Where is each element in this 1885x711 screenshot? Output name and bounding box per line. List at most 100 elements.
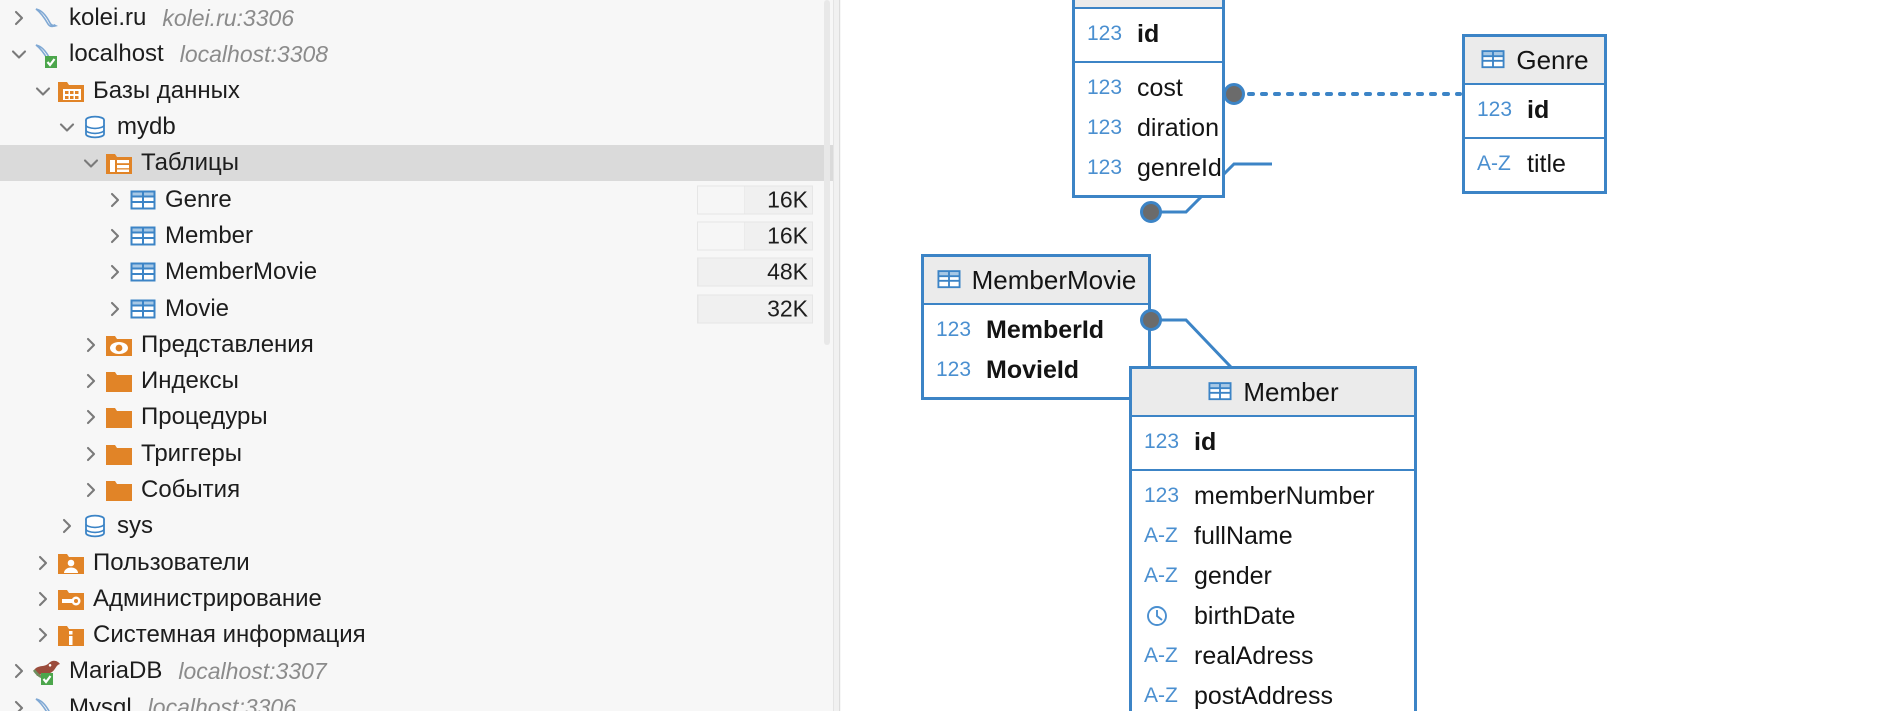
chevron-right-icon[interactable]: [102, 254, 128, 290]
tree-item-события[interactable]: События: [0, 472, 833, 508]
tree-item-label: События: [141, 476, 241, 503]
er-diagram-canvas[interactable]: Movie123id123cost123diration123genreIdGe…: [841, 0, 1885, 711]
chevron-right-icon[interactable]: [6, 0, 32, 36]
tree-item-label: Индексы: [141, 367, 239, 395]
chevron-right-icon[interactable]: [102, 182, 128, 218]
tree-item-представления[interactable]: Представления: [0, 327, 833, 363]
tree-item-системная-информация[interactable]: Системная информация: [0, 617, 833, 653]
chevron-right-icon[interactable]: [78, 363, 104, 399]
table-icon: [128, 257, 158, 287]
chevron-right-icon[interactable]: [102, 218, 128, 254]
chevron-right-icon[interactable]: [30, 545, 56, 581]
tree-item-администрирование[interactable]: Администрирование: [0, 581, 833, 617]
panel-splitter[interactable]: [833, 0, 840, 711]
tree-item-базы-данных[interactable]: Базы данных: [0, 73, 833, 109]
chevron-down-icon[interactable]: [6, 36, 32, 72]
chevron-right-icon[interactable]: [54, 508, 80, 544]
chevron-right-icon[interactable]: [6, 653, 32, 689]
tree-item-таблицы[interactable]: Таблицы: [0, 145, 833, 182]
table-size-badge: 48K: [697, 257, 813, 287]
number-type-icon: 123: [1087, 116, 1123, 139]
table-icon: [1480, 49, 1506, 71]
relation-endpoint-dot[interactable]: [1140, 201, 1162, 223]
tree-item-триггеры[interactable]: Триггеры: [0, 436, 833, 472]
tree-item-label: localhost: [69, 40, 164, 68]
chevron-right-icon[interactable]: [6, 690, 32, 711]
relation-endpoint-dot[interactable]: [1223, 83, 1245, 105]
table-size-badge: 16K: [697, 185, 813, 215]
tree-vertical-scrollbar[interactable]: [822, 0, 831, 711]
tree-item-movie[interactable]: Movie 32K: [0, 290, 833, 326]
number-type-icon: 123: [1087, 76, 1123, 99]
entity-header[interactable]: MemberMovie: [924, 257, 1148, 305]
column-name: cost: [1137, 73, 1183, 102]
entity-header[interactable]: Member: [1132, 369, 1414, 417]
column-row[interactable]: 123 id: [1465, 90, 1604, 130]
admin-folder-icon: [56, 584, 86, 614]
chevron-right-icon[interactable]: [102, 291, 128, 327]
tree-item-mydb[interactable]: mydb: [0, 109, 833, 145]
column-name: id: [1137, 19, 1160, 48]
entity-header[interactable]: Movie: [1075, 0, 1222, 9]
chevron-down-icon[interactable]: [78, 145, 104, 181]
entity-title: Genre: [1516, 44, 1589, 75]
datetime-type-icon: [1144, 603, 1186, 629]
tree-item-индексы[interactable]: Индексы: [0, 363, 833, 399]
chevron-right-icon[interactable]: [30, 617, 56, 653]
column-name: id: [1194, 427, 1217, 456]
number-type-icon: 123: [1477, 98, 1513, 121]
chevron-right-icon[interactable]: [30, 581, 56, 617]
chevron-right-icon[interactable]: [78, 327, 104, 363]
tree-item-label: Movie: [165, 294, 230, 322]
relation-endpoint-dot[interactable]: [1140, 309, 1162, 331]
number-type-icon: 123: [936, 358, 972, 381]
table-size-badge: 32K: [697, 294, 813, 324]
column-row[interactable]: birthDate: [1132, 596, 1414, 636]
tree-item-sys[interactable]: sys: [0, 508, 833, 544]
tree-item-label: Пользователи: [93, 548, 250, 576]
chevron-down-icon[interactable]: [30, 73, 56, 109]
column-name: gender: [1194, 561, 1272, 590]
entity-header[interactable]: Genre: [1465, 37, 1604, 85]
column-row[interactable]: 123 cost: [1075, 68, 1222, 108]
chevron-right-icon[interactable]: [78, 436, 104, 472]
folder-icon: [104, 366, 134, 396]
tree-item-пользователи[interactable]: Пользователи: [0, 544, 833, 580]
entity-movie[interactable]: Movie123id123cost123diration123genreId: [1072, 0, 1225, 198]
chevron-right-icon[interactable]: [78, 399, 104, 435]
table-size-value: 16K: [767, 186, 808, 213]
tree-item-genre[interactable]: Genre 16K: [0, 181, 833, 217]
chevron-right-icon[interactable]: [78, 472, 104, 508]
scrollbar-thumb[interactable]: [824, 0, 830, 345]
entity-title: MemberMovie: [971, 264, 1137, 295]
tree-item-label: MariaDB: [69, 657, 163, 685]
tree-item-label: Genre: [165, 185, 232, 213]
chevron-down-icon[interactable]: [54, 109, 80, 145]
column-name: id: [1527, 95, 1550, 124]
tree-item-процедуры[interactable]: Процедуры: [0, 399, 833, 435]
